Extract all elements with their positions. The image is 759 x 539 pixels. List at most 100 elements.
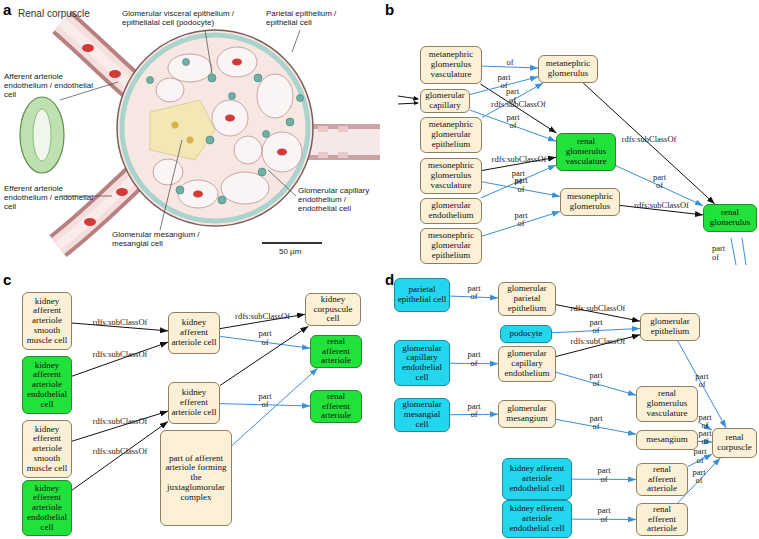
box-label: kidney efferent arteriole cell: [171, 388, 217, 417]
dangling-links-part: [414, 101, 419, 105]
class-box: mesonephric glomerulus vasculature: [420, 158, 482, 194]
edge-label: part of: [597, 506, 610, 523]
part-of-arrow: [470, 110, 556, 141]
box-label: renal glomerulus vasculature: [559, 137, 613, 166]
class-box: podocyte: [500, 325, 552, 343]
part-of-arrow: [232, 368, 318, 445]
box-text-group: renal corpuscle: [715, 433, 754, 452]
class-box: glomerular capillary endothelium: [498, 346, 556, 382]
subclass-arrow: [556, 305, 640, 321]
edge-label: part of: [258, 329, 271, 346]
class-box: mesonephric glomerular epithelium: [420, 228, 482, 264]
part-of-arrow: [450, 363, 498, 364]
podocytes-part: [183, 59, 190, 66]
part-of-arrow: [698, 422, 712, 430]
class-box: renal efferent arteriole: [636, 503, 688, 536]
box-label: renal afferent arteriole: [313, 337, 359, 366]
box-label: glomerular endothelium: [423, 201, 479, 220]
capillary-loops-part: [212, 100, 248, 136]
capillary-loops-part: [232, 59, 242, 66]
box-text-group: parietal epithelial cell: [397, 285, 447, 304]
box-text-group: kidney afferent arteriole endothelial ce…: [25, 361, 69, 410]
part-of-arrow: [572, 519, 636, 520]
box-label: kidney efferent arteriole endothelial ce…: [505, 504, 569, 533]
box-text-group: mesangium: [646, 435, 688, 445]
mesangium-region: [150, 100, 215, 160]
dangling-links-part: [731, 238, 736, 265]
callout-label: Efferent arteriole endothelium / endothe…: [4, 184, 99, 212]
box-text-group: renal afferent arteriole: [313, 337, 359, 366]
box-text-group: kidney afferent arteriole cell: [171, 318, 217, 347]
box-label: metanephric glomerulus vasculature: [423, 50, 479, 79]
edge-label: part of: [514, 210, 527, 227]
edge-label: rdfs:subClassOf: [492, 155, 547, 164]
box-text-group: glomerular mesangium: [501, 404, 553, 423]
box-label: kidney afferent arteriole smooth muscle …: [25, 297, 69, 346]
edge-label: part of: [589, 317, 602, 334]
panel-letter: a: [3, 1, 11, 18]
box-text-group: renal efferent arteriole: [639, 505, 685, 534]
podocytes-part: [206, 136, 214, 144]
capillary-loops-part: [257, 74, 293, 118]
edge-label: part of: [597, 466, 610, 483]
scale-bar: [262, 243, 322, 244]
mesangial-cells-part: [187, 137, 194, 144]
class-box: kidney afferent arteriole smooth muscle …: [22, 292, 72, 350]
class-box: kidney corpuscule cell: [305, 293, 361, 326]
box-text-group: glomerular capillary: [423, 91, 467, 110]
part-of-arrow: [482, 211, 560, 236]
leader-lines-part: [160, 140, 182, 230]
box-text-group: kidney efferent arteriole endothelial ce…: [505, 504, 569, 533]
efferent-arteriole-part: [116, 188, 128, 196]
box-label: glomerular capillary endothelial cell: [397, 344, 447, 383]
podocytes-part: [254, 74, 262, 82]
box-label: metanephric glomerulus: [541, 59, 595, 78]
box-text-group: metanephric glomerular epithelium: [423, 120, 479, 149]
podocytes-part: [297, 95, 304, 102]
part-of-arrow: [482, 182, 560, 197]
macula-densa: [20, 97, 64, 173]
box-label: glomerular parietal epithelium: [501, 284, 553, 313]
proximal-tubule-part: [338, 152, 348, 158]
edge-label: rdfs:subClassOf: [571, 304, 626, 313]
leader-lines-part: [292, 30, 300, 52]
class-box: renal corpuscle: [712, 428, 757, 458]
subclass-arrow: [72, 342, 168, 376]
edge-label: rdfs:subClassOf: [93, 350, 148, 359]
dangling-links-part: [413, 96, 419, 101]
macula-densa-part: [20, 97, 64, 173]
subclass-arrow: [220, 326, 308, 385]
panel-letter: d: [385, 271, 394, 288]
box-label: renal afferent arteriole: [639, 465, 685, 494]
box-text-group: kidney afferent arteriole smooth muscle …: [25, 297, 69, 346]
box-label: renal efferent arteriole: [313, 392, 359, 421]
box-label: mesangium: [646, 435, 688, 445]
edge-label: part of: [497, 72, 510, 89]
box-text-group: kidney efferent arteriole smooth muscle …: [25, 425, 69, 474]
capillary-loops-part: [262, 132, 302, 172]
capillary-loops-part: [277, 149, 287, 156]
bowman-capsule-part: [122, 35, 308, 221]
capillary-loops-part: [156, 78, 184, 102]
part-of-arrow: [450, 414, 498, 415]
edge-label: part of: [467, 283, 480, 300]
box-label: kidney afferent arteriole endothelial ce…: [25, 361, 69, 410]
edge-label: part of: [506, 112, 519, 129]
bowman-capsule-part: [117, 30, 313, 226]
leader-lines-part: [205, 30, 212, 74]
podocytes-part: [263, 131, 270, 138]
callout-label: 50 µm: [279, 247, 301, 256]
box-label: kidney efferent arteriole smooth muscle …: [25, 425, 69, 474]
box-label: kidney corpuscule cell: [308, 295, 358, 324]
box-label: glomerular capillary endothelium: [501, 349, 553, 378]
capillary-loops-part: [178, 180, 218, 208]
part-of-arrow: [482, 83, 543, 118]
box-label: part of afferent arteriole forming the j…: [163, 454, 229, 503]
edge-label: part of: [467, 401, 480, 418]
box-label: glomerular epithelium: [643, 317, 697, 336]
class-box: renal efferent arteriole: [310, 390, 362, 423]
edge-label: rdfs:subClassOf: [634, 201, 689, 210]
